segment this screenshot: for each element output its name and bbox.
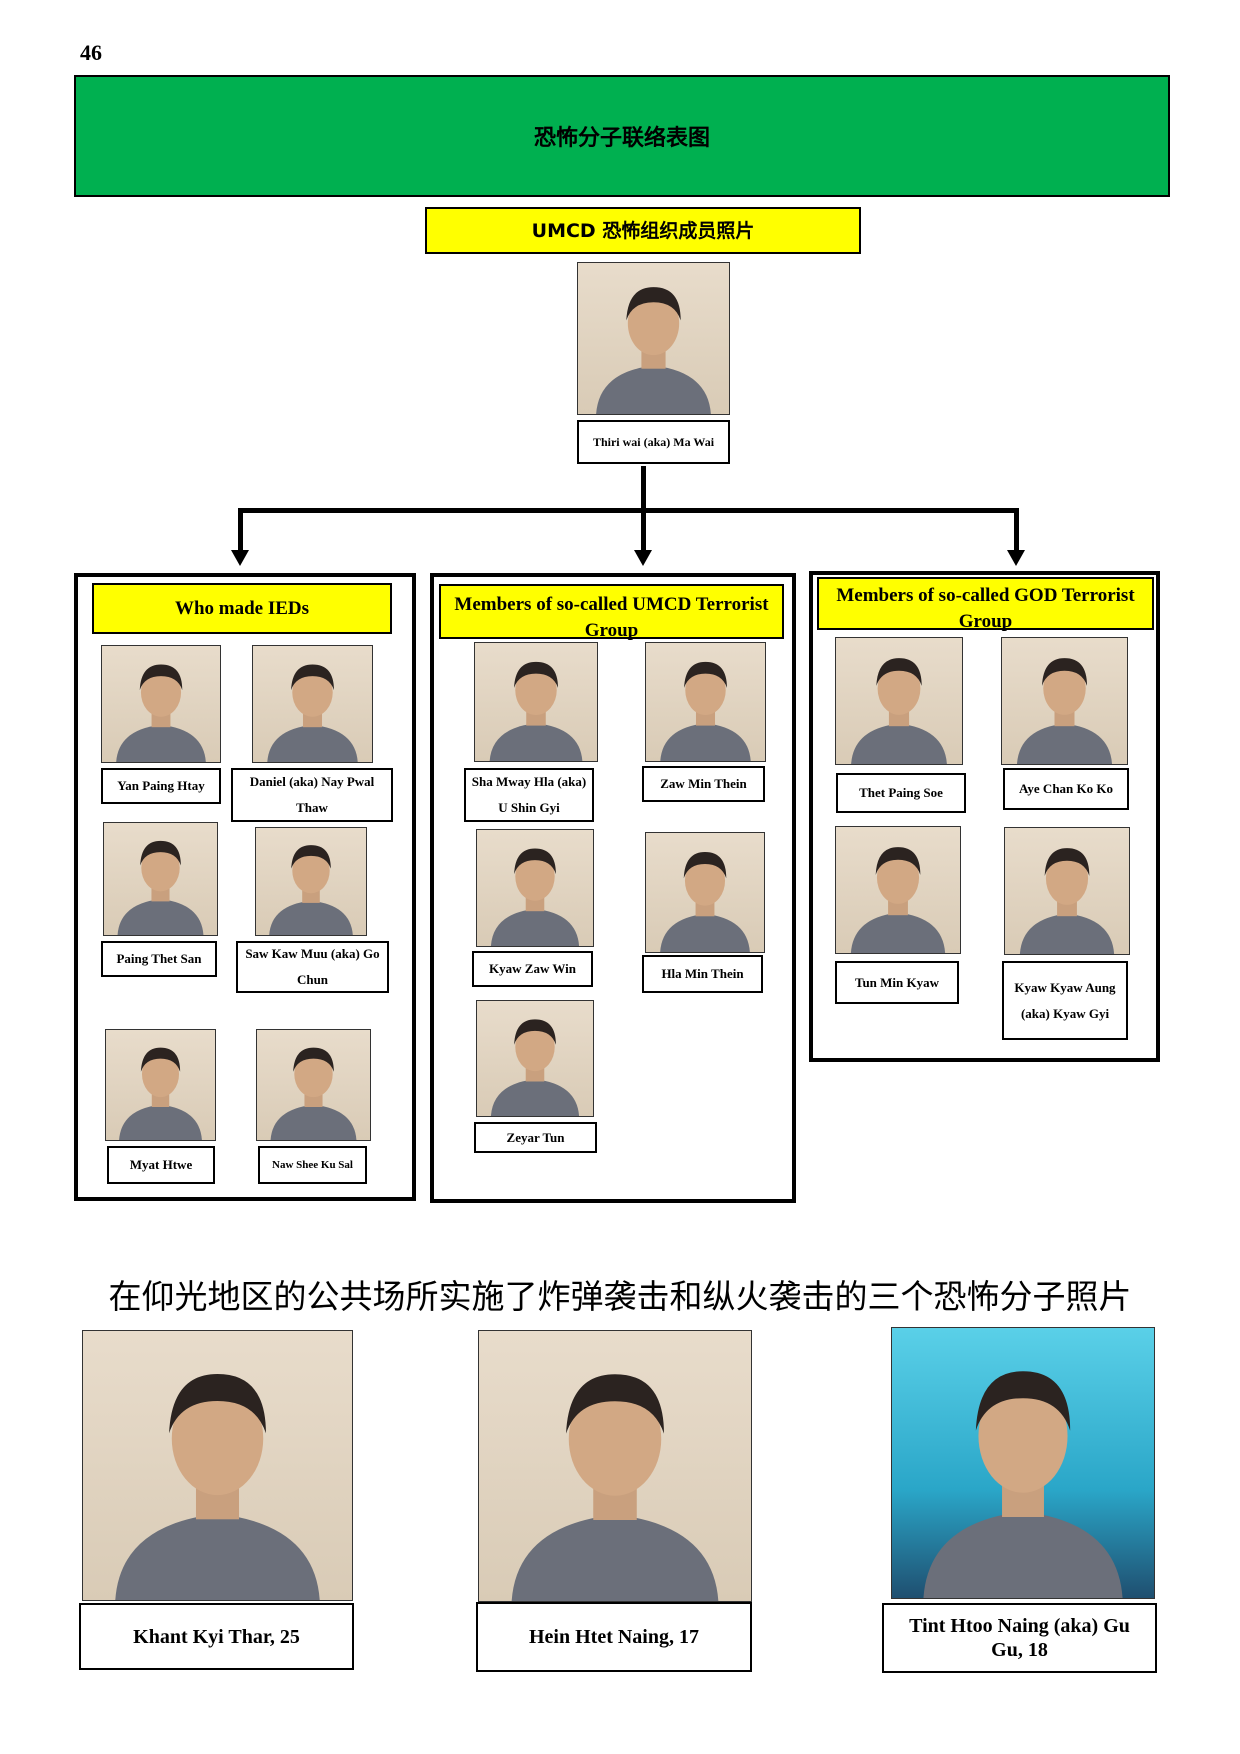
connector-right bbox=[1014, 508, 1019, 550]
connector-center bbox=[641, 508, 646, 550]
bomber-photo bbox=[82, 1330, 353, 1601]
portrait-silhouette-icon bbox=[116, 664, 206, 762]
portrait-silhouette-icon bbox=[511, 1374, 719, 1601]
page-number: 46 bbox=[80, 40, 102, 65]
group-heading: Members of so-called GOD Terrorist Group bbox=[817, 577, 1154, 632]
banner-title: 恐怖分子联络表图 bbox=[74, 75, 1170, 197]
portrait-silhouette-icon bbox=[596, 287, 711, 414]
member-name: Hla Min Thein bbox=[642, 955, 763, 993]
portrait-silhouette-icon bbox=[1019, 848, 1115, 954]
member-name: Kyaw Kyaw Aung (aka) Kyaw Gyi bbox=[1002, 961, 1128, 1040]
member-photo bbox=[1004, 827, 1130, 955]
portrait-silhouette-icon bbox=[850, 847, 946, 953]
portrait-silhouette-icon bbox=[923, 1371, 1123, 1598]
member-name: Kyaw Zaw Win bbox=[472, 951, 593, 987]
bomber-name: Khant Kyi Thar, 25 bbox=[79, 1603, 354, 1670]
member-name: Myat Htwe bbox=[107, 1146, 215, 1184]
leader-heading: UMCD 恐怖组织成员照片 bbox=[425, 207, 861, 254]
member-photo bbox=[474, 642, 598, 762]
portrait-silhouette-icon bbox=[851, 658, 947, 764]
bomber-name: Hein Htet Naing, 17 bbox=[476, 1602, 752, 1672]
member-photo bbox=[101, 645, 221, 763]
portrait-silhouette-icon bbox=[490, 848, 580, 946]
portrait-silhouette-icon bbox=[269, 845, 353, 935]
member-photo bbox=[476, 829, 594, 947]
member-name: Zeyar Tun bbox=[474, 1122, 597, 1153]
section-title: 在仰光地区的公共场所实施了炸弹袭击和纵火袭击的三个恐怖分子照片 bbox=[108, 1277, 1132, 1316]
group-heading: Members of so-called UMCD Terrorist Grou… bbox=[439, 584, 784, 641]
member-name: Daniel (aka) Nay Pwal Thaw bbox=[231, 768, 393, 822]
member-name: Paing Thet San bbox=[101, 941, 217, 977]
connector-horizontal bbox=[238, 508, 1019, 513]
member-name: Sha Mway Hla (aka) U Shin Gyi bbox=[464, 768, 594, 822]
portrait-silhouette-icon bbox=[119, 1047, 202, 1140]
bomber-name: Tint Htoo Naing (aka) Gu Gu, 18 bbox=[882, 1603, 1157, 1673]
portrait-silhouette-icon bbox=[660, 661, 751, 761]
member-name: Thet Paing Soe bbox=[836, 773, 966, 813]
member-name: Saw Kaw Muu (aka) Go Chun bbox=[236, 941, 389, 993]
portrait-silhouette-icon bbox=[490, 1019, 580, 1116]
member-photo bbox=[835, 637, 963, 765]
portrait-silhouette-icon bbox=[117, 840, 204, 935]
portrait-silhouette-icon bbox=[267, 664, 358, 762]
bomber-photo bbox=[478, 1330, 752, 1602]
member-photo bbox=[105, 1029, 216, 1141]
portrait-silhouette-icon bbox=[660, 852, 750, 952]
member-name: Tun Min Kyaw bbox=[835, 961, 959, 1004]
member-name: Naw Shee Ku Sal bbox=[258, 1146, 367, 1184]
portrait-silhouette-icon bbox=[115, 1374, 320, 1600]
member-photo bbox=[103, 822, 218, 936]
connector-vertical-main bbox=[641, 466, 646, 512]
member-name: Aye Chan Ko Ko bbox=[1003, 768, 1129, 810]
portrait-silhouette-icon bbox=[1017, 658, 1112, 764]
portrait-silhouette-icon bbox=[489, 661, 583, 761]
member-photo bbox=[1001, 637, 1128, 765]
member-name: Zaw Min Thein bbox=[642, 766, 765, 802]
connector-left bbox=[238, 508, 243, 550]
leader-photo bbox=[577, 262, 730, 415]
arrow-down-icon bbox=[231, 550, 249, 566]
arrow-down-icon bbox=[1007, 550, 1025, 566]
member-photo bbox=[256, 1029, 371, 1141]
member-name: Yan Paing Htay bbox=[101, 768, 221, 804]
member-photo bbox=[255, 827, 367, 936]
leader-name: Thiri wai (aka) Ma Wai bbox=[577, 420, 730, 464]
arrow-down-icon bbox=[634, 550, 652, 566]
portrait-silhouette-icon bbox=[270, 1047, 357, 1140]
bomber-photo bbox=[891, 1327, 1155, 1599]
group-heading: Who made IEDs bbox=[92, 583, 392, 634]
member-photo bbox=[645, 832, 765, 953]
member-photo bbox=[252, 645, 373, 763]
member-photo bbox=[835, 826, 961, 954]
member-photo bbox=[476, 1000, 594, 1117]
member-photo bbox=[645, 642, 766, 762]
